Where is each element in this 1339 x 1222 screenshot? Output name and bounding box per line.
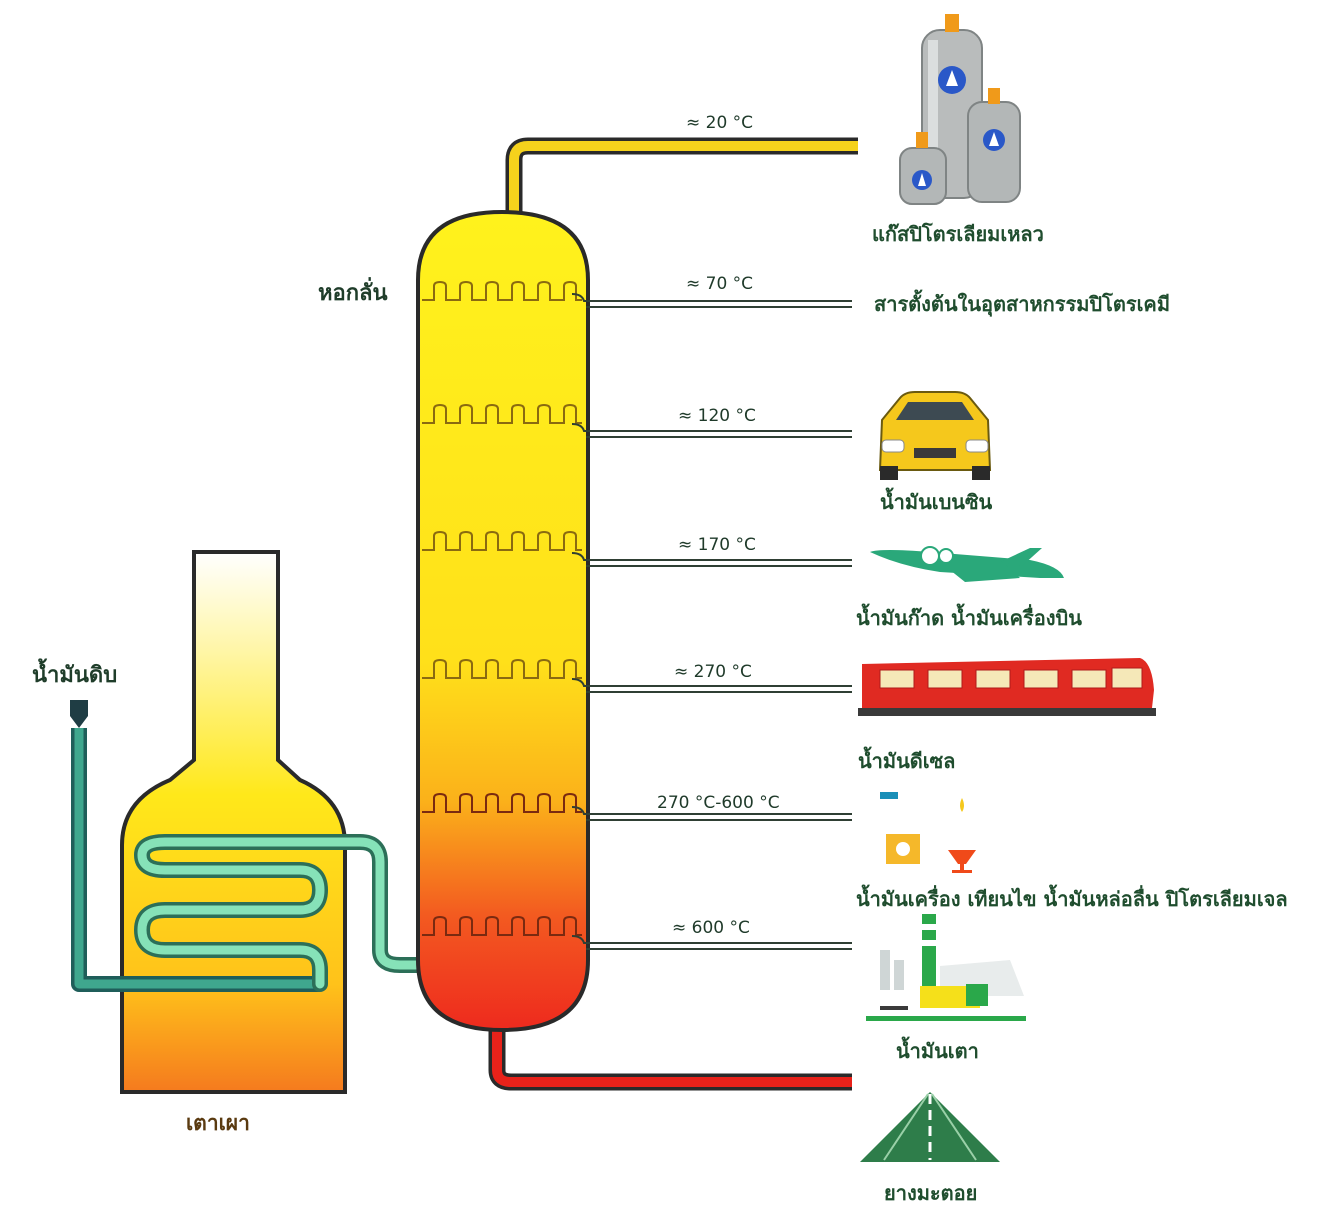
product-label-diesel: น้ำมันดีเซล xyxy=(858,746,955,773)
crude-inlet-pipe xyxy=(70,700,320,992)
bottom-residue-pipe xyxy=(488,1018,852,1091)
outlet-line xyxy=(571,293,852,308)
tray xyxy=(422,530,582,551)
tray xyxy=(422,792,582,813)
outlet-line xyxy=(571,678,852,693)
gas-cylinders-icon xyxy=(899,14,1021,205)
product-label-asphalt: ยางมะตอย xyxy=(884,1181,977,1205)
train-icon xyxy=(858,658,1156,716)
furnace xyxy=(120,550,347,1094)
outlet-line xyxy=(571,806,852,821)
temp-label: ≈ 120 °C xyxy=(678,406,756,426)
temp-label: ≈ 170 °C xyxy=(678,535,756,555)
outlet-line xyxy=(571,552,852,567)
car-icon xyxy=(878,391,992,480)
temp-label: ≈ 600 °C xyxy=(672,918,750,938)
tower-trays xyxy=(422,280,582,936)
top-vapor-pipe xyxy=(505,137,858,215)
tray xyxy=(422,280,582,301)
temp-label: 270 °C-600 °C xyxy=(657,793,780,813)
factory-icon xyxy=(866,914,1026,1021)
tray xyxy=(422,658,582,679)
temp-label: ≈ 270 °C xyxy=(674,662,752,682)
tray xyxy=(422,915,582,936)
product-label-kerosene: น้ำมันก๊าด น้ำมันเครื่องบิน xyxy=(856,603,1082,630)
product-label-gasoline: น้ำมันเบนซิน xyxy=(880,487,993,514)
heating-coil xyxy=(134,834,428,992)
furnace-label: เตาเผา xyxy=(186,1111,250,1135)
outlet-lines xyxy=(571,293,852,950)
distillation-tower xyxy=(416,209,590,1033)
product-label-fuel-oil: น้ำมันเตา xyxy=(896,1036,979,1063)
tray xyxy=(422,403,582,424)
road-icon xyxy=(860,1092,1000,1162)
inlet-arrow-icon xyxy=(70,700,88,728)
temp-label: ≈ 20 °C xyxy=(686,113,753,133)
lubricant-candle-icon xyxy=(880,792,976,873)
outlet-line xyxy=(571,935,852,950)
tower-label: หอกลั่น xyxy=(318,276,388,306)
crude-oil-label: น้ำมันดิบ xyxy=(32,658,117,688)
airplane-icon xyxy=(870,546,1064,582)
product-label-lpg: แก๊สปิโตรเลียมเหลว xyxy=(872,222,1044,246)
product-label-petrochemical: สารตั้งต้นในอุตสาหกรรมปิโตรเคมี xyxy=(874,289,1170,317)
outlet-line xyxy=(571,423,852,438)
product-label-lubricants: น้ำมันเครื่อง เทียนไข น้ำมันหล่อลื่น ปิโ… xyxy=(856,884,1288,911)
temp-label: ≈ 70 °C xyxy=(686,274,753,294)
